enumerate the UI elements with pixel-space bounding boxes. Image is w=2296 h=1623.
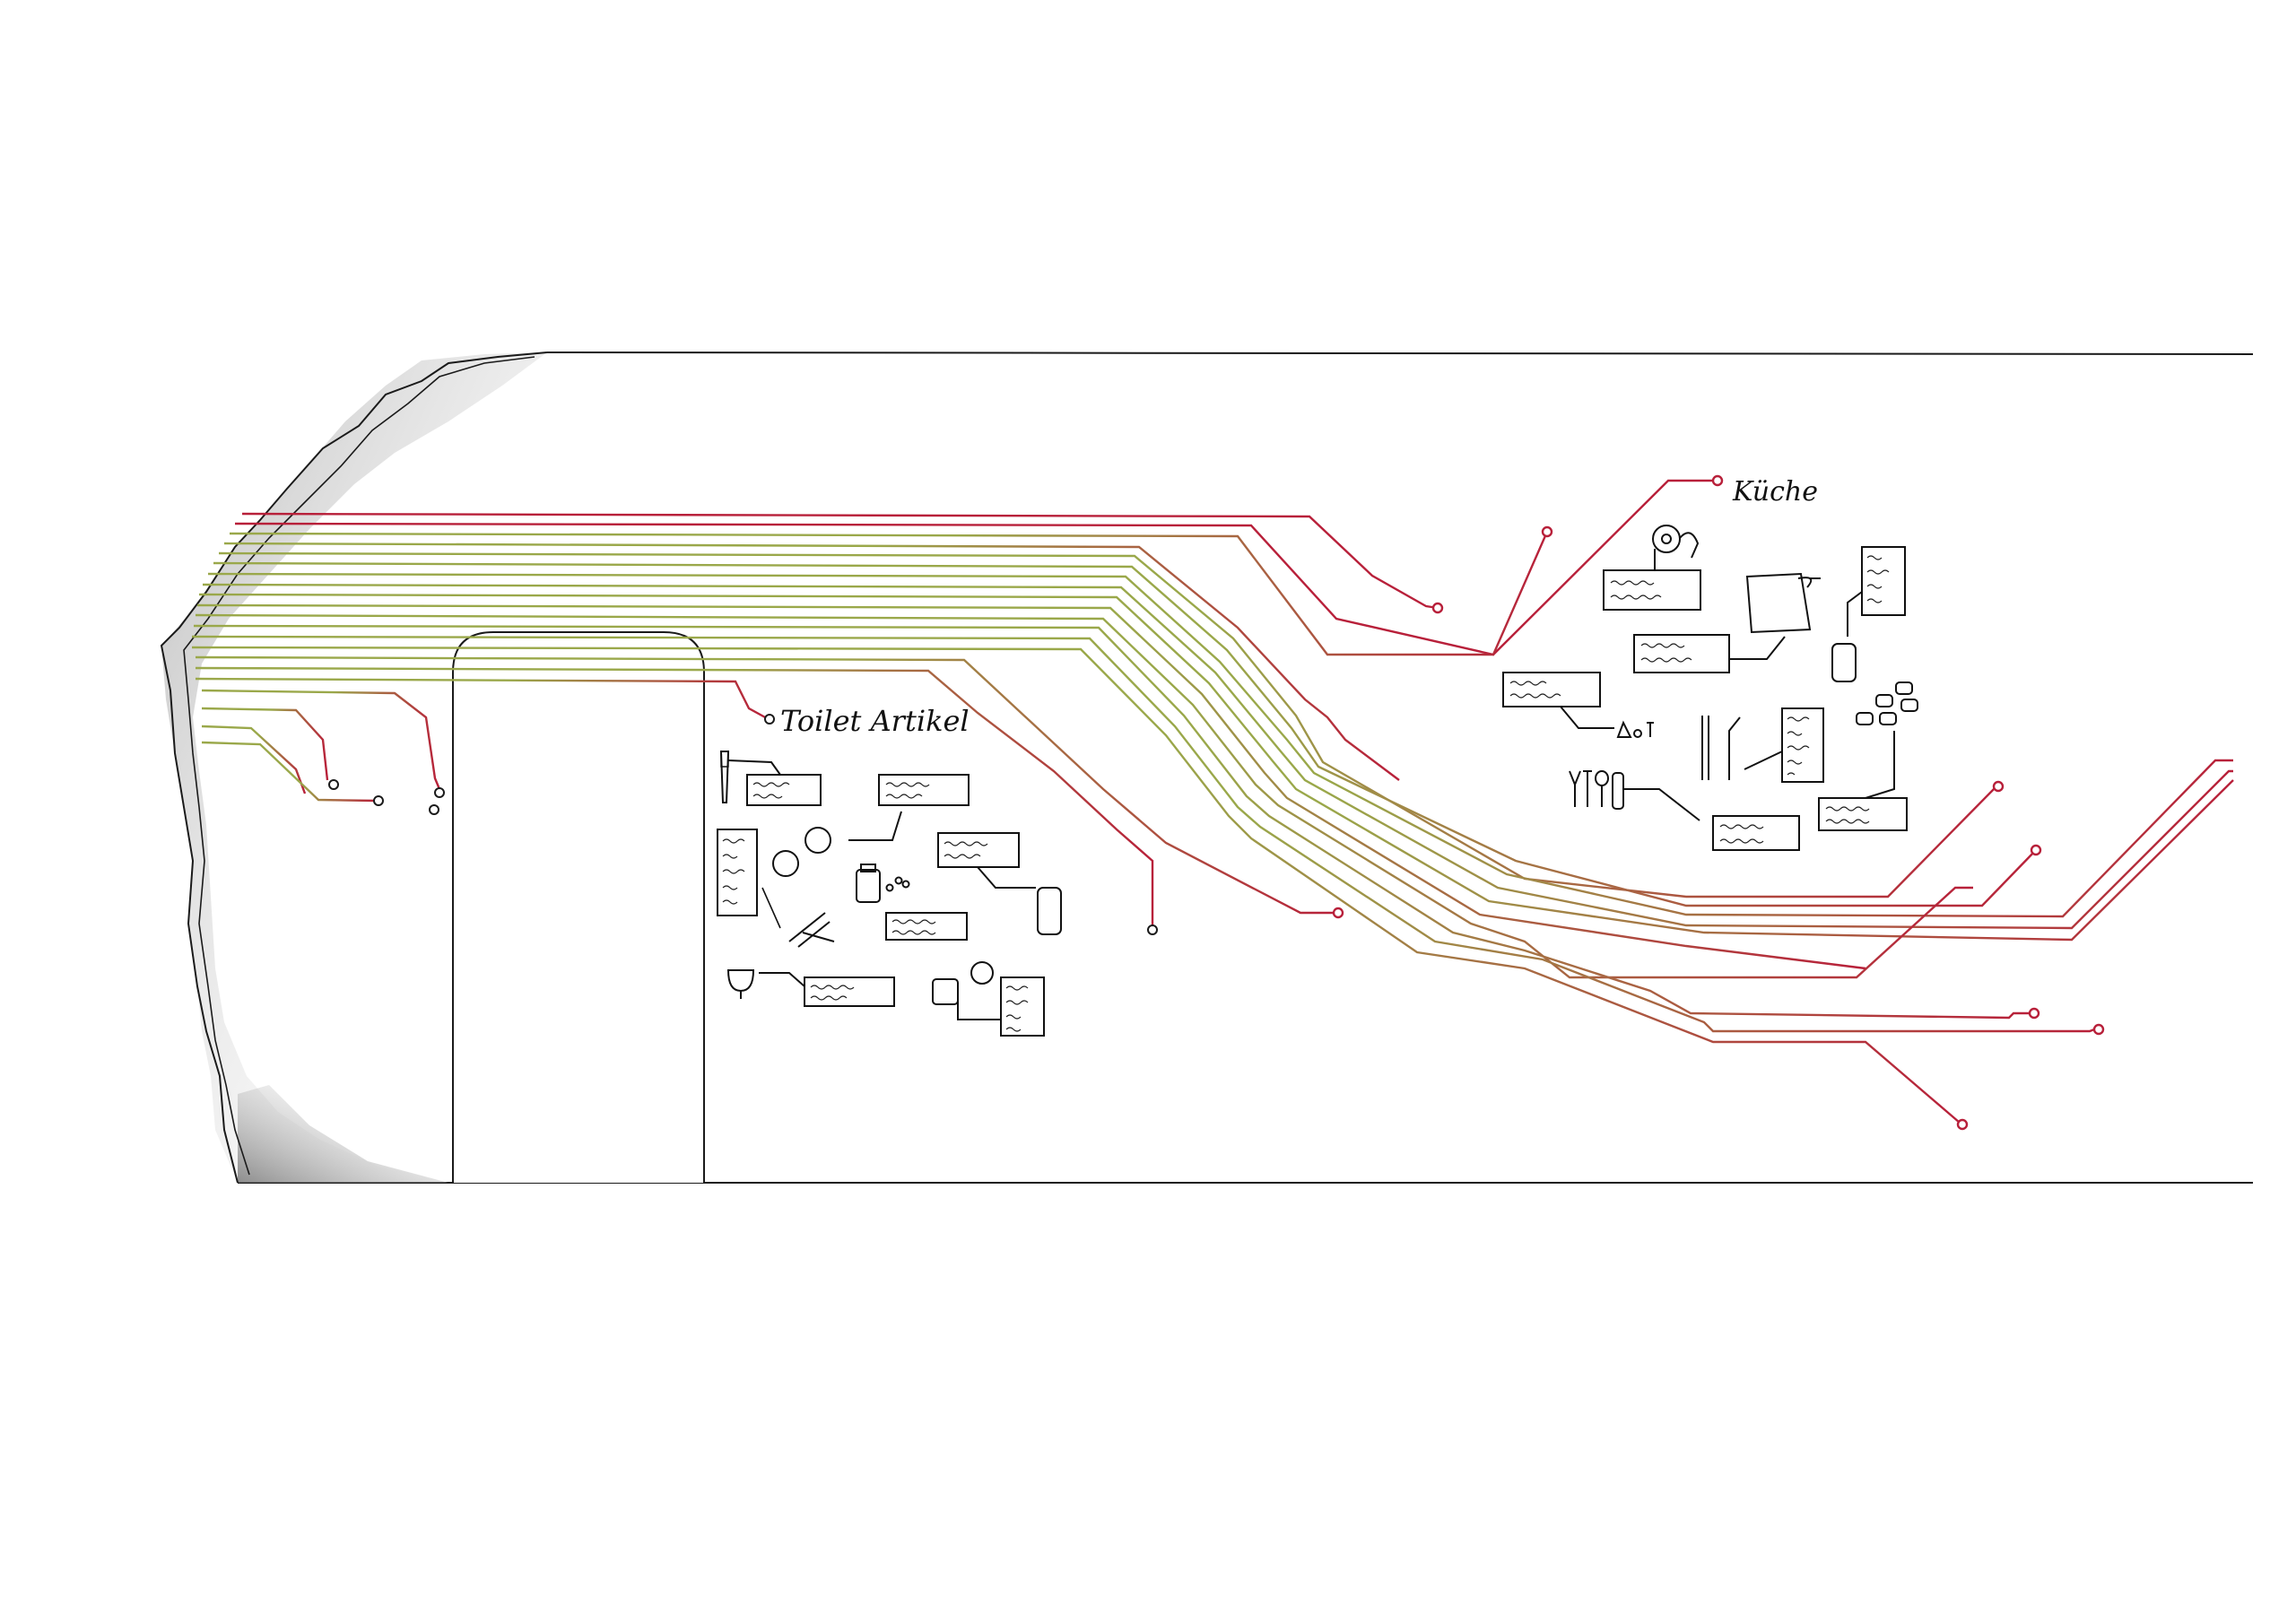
terminal-node — [1431, 602, 1444, 614]
trace-4 — [223, 542, 1400, 781]
note-box — [717, 829, 758, 916]
cotton-pad-icon — [772, 850, 799, 877]
terminal-node — [1711, 474, 1724, 487]
jar-icon — [856, 864, 881, 903]
circuit-traces — [191, 479, 2234, 1124]
note-box — [878, 774, 970, 806]
note-box — [759, 972, 895, 1007]
note-box — [1603, 549, 1701, 611]
trace-13 — [191, 635, 2100, 1033]
note-box — [1744, 707, 1824, 783]
trace-1 — [241, 512, 1439, 610]
door — [452, 631, 705, 1183]
pill-icon — [885, 876, 910, 892]
kitchen-items — [1502, 525, 1918, 851]
terminal-node — [434, 787, 445, 798]
razor-icon — [932, 978, 959, 1005]
trace-3 — [229, 531, 1549, 656]
terminal-node — [1541, 525, 1553, 538]
trace-5 — [218, 551, 1996, 898]
note-box — [727, 759, 822, 806]
toothbrush-icon — [719, 751, 730, 803]
terminal-node — [2092, 1023, 2105, 1036]
trace-8 — [202, 583, 2233, 930]
trace-21 — [201, 741, 378, 803]
note-box — [1633, 634, 1786, 673]
bag-icon — [1745, 572, 1821, 634]
terminal-node — [373, 795, 384, 806]
terminal-node — [328, 779, 339, 790]
terminal-node — [1147, 924, 1158, 935]
kitchen-label: Küche — [1732, 476, 1818, 508]
terminal-node — [2028, 1007, 2040, 1020]
trace-9 — [198, 593, 2234, 942]
trace-16 — [195, 666, 1154, 926]
trace-18 — [201, 689, 441, 790]
cup-icon — [1616, 720, 1654, 738]
trace-17 — [195, 677, 768, 720]
note-box — [937, 832, 1036, 889]
trace-10 — [196, 603, 1866, 970]
terminal-node — [1956, 1118, 1969, 1131]
cotton-pad-icon — [804, 827, 831, 854]
cutlery-icon — [1569, 770, 1624, 810]
trace-12 — [193, 624, 2034, 1020]
note-box — [1847, 546, 1906, 637]
terminal-node — [764, 714, 775, 725]
note-box — [1502, 672, 1614, 729]
toiletries-items — [717, 751, 1062, 1037]
terminal-node — [2030, 844, 2042, 856]
note-box — [1712, 815, 1800, 851]
container-icon — [1831, 643, 1857, 682]
torn-edge — [160, 352, 548, 1184]
trace-15 — [195, 655, 1336, 915]
trace-20 — [201, 725, 307, 794]
terminal-node — [1332, 907, 1344, 919]
trace-2 — [234, 479, 1715, 656]
reel-icon — [1652, 525, 1700, 559]
toiletries-label: Toilet Artikel — [780, 704, 970, 738]
soap-bar-icon — [1037, 887, 1062, 935]
terminal-node — [429, 804, 439, 815]
bar-pieces-icon — [1856, 681, 1918, 725]
trace-19 — [201, 707, 329, 781]
sponge-icon — [970, 961, 994, 985]
note-box — [885, 912, 968, 941]
trace-11 — [195, 613, 1973, 979]
trace-14 — [191, 646, 1961, 1124]
trace-7 — [207, 572, 2233, 918]
menstrual-cup-icon — [726, 969, 755, 999]
cotton-bud-icon — [761, 887, 835, 948]
trace-terminals — [1332, 474, 2105, 1131]
trace-6 — [213, 561, 2037, 907]
note-box — [957, 976, 1045, 1037]
note-box — [1818, 731, 1908, 831]
straw-icon — [1701, 716, 1741, 780]
terminal-node — [1992, 780, 2005, 793]
